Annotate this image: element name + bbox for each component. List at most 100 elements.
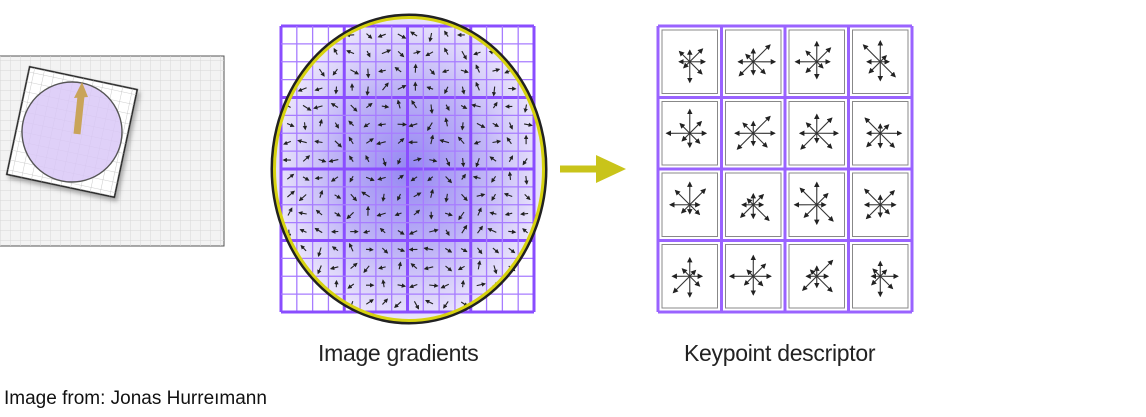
orientation-histogram xyxy=(728,254,772,296)
gradient-arrow xyxy=(476,193,486,198)
gradient-arrow xyxy=(429,68,436,76)
gradient-arrow xyxy=(377,176,386,181)
gradient-arrow xyxy=(523,104,528,113)
gradient-arrow xyxy=(445,157,451,167)
keypoint-descriptor-caption: Keypoint descriptor xyxy=(684,340,876,366)
gradient-arrow xyxy=(493,265,498,275)
gradient-arrow xyxy=(365,155,370,163)
gradient-arrow xyxy=(302,176,310,181)
gradient-arrow xyxy=(477,225,483,234)
gradient-arrow xyxy=(445,104,450,111)
gradient-arrow xyxy=(381,104,390,109)
gradient-arrow xyxy=(520,211,529,217)
gradient-arrow xyxy=(428,32,433,43)
gradient-arrow xyxy=(445,229,450,236)
gradient-arrow xyxy=(302,122,308,131)
gradient-arrow xyxy=(507,171,513,180)
gradient-arrow xyxy=(522,158,528,166)
gradient-arrow xyxy=(477,247,483,255)
gradient-arrow xyxy=(331,246,339,252)
gradient-arrow xyxy=(330,103,339,108)
gradient-arrow xyxy=(410,263,418,270)
gradient-arrow xyxy=(365,138,374,144)
gradient-arrow xyxy=(363,265,370,274)
gradient-arrow xyxy=(365,68,371,79)
gradient-arrow xyxy=(460,279,466,288)
gradient-arrow xyxy=(461,224,468,234)
gradient-arrow xyxy=(381,49,392,55)
gradient-arrow xyxy=(299,229,307,233)
gradient-arrow xyxy=(314,175,323,181)
gradient-arrow xyxy=(460,69,469,74)
orientation-histogram xyxy=(740,192,770,222)
gradient-arrow xyxy=(461,50,467,60)
gradient-arrow xyxy=(333,47,338,55)
gradient-arrow xyxy=(283,140,292,145)
gradient-arrow xyxy=(458,211,465,221)
gradient-arrow xyxy=(443,301,449,309)
gradient-arrow xyxy=(334,212,342,217)
gradient-arrow xyxy=(317,265,322,275)
gradient-arrow xyxy=(334,194,342,199)
gradient-arrow xyxy=(397,283,407,288)
gradient-arrow xyxy=(471,103,481,108)
gradient-arrow xyxy=(477,260,482,270)
gradient-arrow xyxy=(378,265,386,270)
gradient-arrow xyxy=(477,207,482,216)
gradient-arrow xyxy=(397,193,402,201)
gradient-arrow xyxy=(397,85,407,90)
gradient-arrow xyxy=(349,175,354,183)
gradient-arrows xyxy=(282,30,533,310)
gradient-arrow xyxy=(365,176,375,182)
gaussian-window-outline xyxy=(270,13,548,325)
gradient-arrow xyxy=(472,175,481,180)
orientation-histogram xyxy=(678,48,707,84)
gradient-arrow xyxy=(524,175,529,185)
gradient-arrow xyxy=(445,176,453,184)
gradient-arrow xyxy=(440,283,450,289)
orientation-histogram xyxy=(734,115,776,150)
gradient-arrow xyxy=(492,101,498,109)
gradient-arrow xyxy=(397,261,403,270)
gradient-arrow xyxy=(508,155,514,163)
gradient-arrow xyxy=(429,134,435,145)
gradient-arrow xyxy=(444,86,449,95)
gradient-arrow xyxy=(506,137,512,145)
gradient-arrow xyxy=(286,122,295,128)
gradient-arrow xyxy=(492,122,500,127)
gradient-arrow xyxy=(413,157,422,162)
gradient-arrow xyxy=(365,247,374,252)
orientation-histogram xyxy=(864,117,903,149)
gradient-arrow xyxy=(313,105,323,110)
gradient-arrow xyxy=(396,99,401,109)
gradient-arrow xyxy=(366,33,373,39)
gradient-arrow xyxy=(334,122,339,129)
gradient-arrow xyxy=(523,122,533,127)
gradient-arrow xyxy=(461,86,466,95)
gradient-arrow xyxy=(397,247,406,253)
right-arrow-icon xyxy=(560,155,626,183)
gradient-arrow xyxy=(314,139,323,145)
orientation-histogram xyxy=(870,260,899,298)
orientation-histogram xyxy=(671,256,704,298)
gradient-arrow xyxy=(445,247,453,253)
orientation-histogram xyxy=(802,259,834,293)
gradient-arrow xyxy=(348,242,354,252)
gradient-arrow xyxy=(394,66,402,73)
gradient-arrow xyxy=(349,155,354,162)
gradient-arrow xyxy=(476,122,486,128)
gradient-arrow xyxy=(475,81,480,91)
gradient-arrow xyxy=(394,301,402,309)
gradient-arrow xyxy=(410,176,418,182)
gradient-arrow xyxy=(492,247,500,254)
gradient-arrow xyxy=(381,247,389,254)
orientation-histogram xyxy=(737,44,777,77)
gradient-arrow xyxy=(492,139,502,144)
gradient-arrow xyxy=(423,265,434,271)
gradient-arrow xyxy=(444,193,449,203)
orientation-histogram xyxy=(862,40,896,82)
gradient-arrow xyxy=(460,104,468,109)
gradient-arrow xyxy=(409,283,418,289)
gradient-arrow xyxy=(376,212,386,217)
gradient-arrow xyxy=(473,51,481,56)
